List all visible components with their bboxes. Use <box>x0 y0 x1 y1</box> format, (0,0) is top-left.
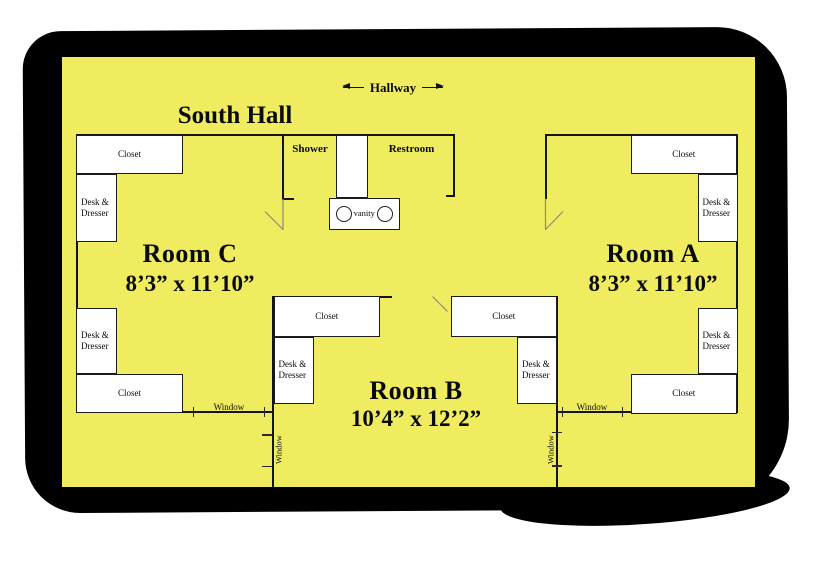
wall-room-b-left <box>271 295 274 487</box>
desk-dresser-label: Desk & Dresser <box>522 359 550 380</box>
wall-restroom-corner-tick <box>445 194 455 197</box>
window-tick <box>192 407 194 417</box>
shower-label: Shower <box>292 143 328 155</box>
vanity: vanity <box>329 197 400 230</box>
desk-dresser-label: Desk & Dresser <box>81 329 109 351</box>
restroom-label: Restroom <box>388 143 435 155</box>
wall-shower-corner-tick <box>281 197 294 200</box>
room-b-name: Room B <box>369 376 463 405</box>
window-label-room-a: Window <box>576 401 608 412</box>
hallway-indicator: Hallway <box>293 81 493 94</box>
room-a-dimensions: 8’3” x 11’10” <box>588 271 718 296</box>
wall-restroom-right <box>453 134 455 196</box>
desk-dresser-label: Desk & Dresser <box>702 196 731 218</box>
window-tick <box>561 407 563 417</box>
room-b-closet-left: Closet <box>273 295 380 337</box>
window-tick <box>262 434 272 436</box>
window-tick <box>551 465 562 467</box>
room-c-dimensions: 8’3” x 11’10” <box>125 271 255 296</box>
wall-top-west <box>76 134 455 136</box>
room-c-closet-top: Closet <box>76 135 183 174</box>
wall-exterior-right <box>735 134 738 413</box>
desk-dresser-label: Desk & Dresser <box>278 359 307 380</box>
bathroom-divider-wall <box>336 135 368 198</box>
sink-icon <box>335 205 352 222</box>
room-c-desk-dresser-top: Desk & Dresser <box>76 174 117 242</box>
room-c-name: Room C <box>142 239 238 268</box>
closet-label: Closet <box>117 149 141 160</box>
hallway-label: Hallway <box>369 80 417 95</box>
room-c-closet-bottom: Closet <box>76 373 183 413</box>
window-tick <box>551 431 562 433</box>
arrow-right-icon <box>422 84 445 89</box>
window-tick <box>263 407 265 417</box>
vanity-label: vanity <box>353 208 375 219</box>
room-a-desk-dresser-bottom: Desk & Dresser <box>697 307 738 374</box>
room-b-dimensions: 10’4” x 12’2” <box>350 406 482 431</box>
room-a-closet-top: Closet <box>630 135 737 174</box>
floor-area <box>62 57 755 487</box>
room-b-desk-dresser-right: Desk & Dresser <box>517 336 557 404</box>
room-a-desk-dresser-top: Desk & Dresser <box>697 174 738 242</box>
wall-exterior-left <box>75 134 78 413</box>
window-tick <box>262 465 272 467</box>
room-a-name: Room A <box>606 239 700 268</box>
room-b-desk-dresser-left: Desk & Dresser <box>273 336 314 404</box>
closet-label: Closet <box>672 388 696 399</box>
window-label-room-c: Window <box>213 401 245 412</box>
arrow-left-icon <box>341 84 364 89</box>
wall-room-a-door-jamb <box>544 134 547 199</box>
closet-label: Closet <box>117 387 141 398</box>
page-title: South Hall <box>177 102 293 129</box>
window-label-room-b-left: Window <box>273 435 283 465</box>
closet-label: Closet <box>315 310 339 321</box>
room-a-closet-bottom: Closet <box>630 373 737 414</box>
room-c-desk-dresser-bottom: Desk & Dresser <box>76 307 117 374</box>
room-b-closet-right: Closet <box>450 295 557 337</box>
window-tick <box>621 407 623 417</box>
window-label-room-b-right: Window <box>545 435 555 465</box>
desk-dresser-label: Desk & Dresser <box>702 329 731 351</box>
closet-label: Closet <box>672 149 696 160</box>
desk-dresser-label: Desk & Dresser <box>81 196 109 218</box>
closet-label: Closet <box>492 310 516 321</box>
wall-room-c-door-jamb <box>281 134 284 199</box>
sink-icon <box>376 205 393 222</box>
